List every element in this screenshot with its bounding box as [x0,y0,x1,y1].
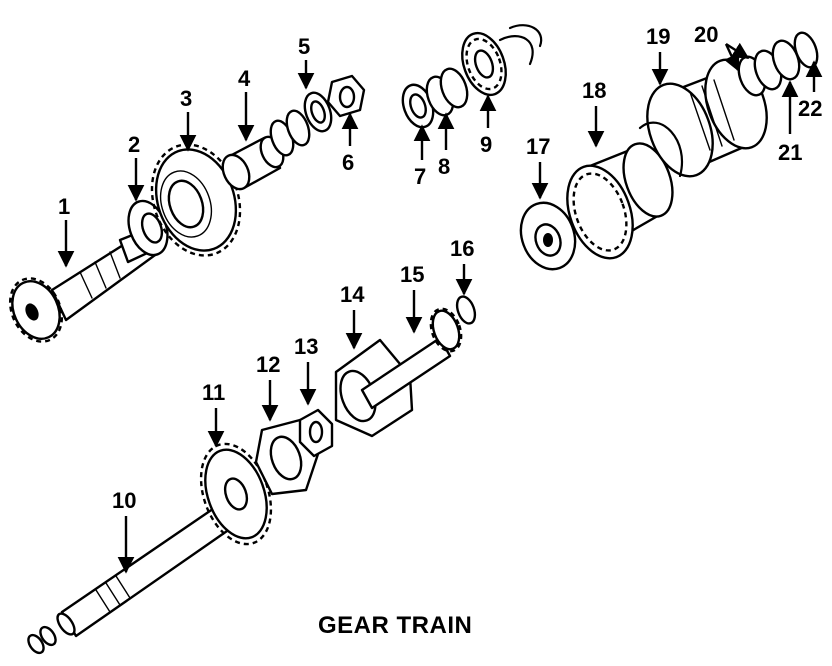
part-4-sleeve [221,135,285,191]
part-16-snap-ring [455,295,477,325]
callout-12: 12 [256,352,280,377]
callout-10: 10 [112,488,136,513]
part-14-carrier [334,336,452,438]
part-9-bearing [461,24,543,97]
diagram-title: GEAR TRAIN [318,612,472,639]
callout-14: 14 [340,282,365,307]
callout-3: 3 [180,86,192,111]
part-10-output-shaft [27,498,242,655]
callout-17: 17 [526,134,550,159]
callout-20: 20 [694,22,718,47]
callout-labels: 1 2 3 4 5 6 7 8 9 10 11 12 13 14 15 16 1… [58,22,822,513]
callout-6: 6 [342,150,354,175]
callout-4: 4 [238,66,251,91]
part-15-pinion-shaft [429,307,463,353]
part-8-ring [425,67,469,117]
callout-13: 13 [294,334,318,359]
part-17-hub [519,201,577,271]
callout-11: 11 [202,380,225,405]
callout-1: 1 [58,194,70,219]
part-5-washers [269,91,333,157]
part-13-nut [298,408,334,458]
callout-18: 18 [582,78,606,103]
callout-15: 15 [400,262,424,287]
callout-2: 2 [128,132,140,157]
part-18-drum [566,142,674,260]
part-6-nut [326,74,366,118]
callout-19: 19 [646,24,670,49]
callout-leaders [57,42,823,574]
callout-9: 9 [480,132,492,157]
part-19-ring-gear [638,58,768,178]
callout-16: 16 [450,236,474,261]
callout-8: 8 [438,154,450,179]
callout-22: 22 [798,96,822,121]
callout-21: 21 [778,140,802,165]
callout-5: 5 [298,34,310,59]
callout-7: 7 [414,164,426,189]
part-7-washer [401,83,435,129]
